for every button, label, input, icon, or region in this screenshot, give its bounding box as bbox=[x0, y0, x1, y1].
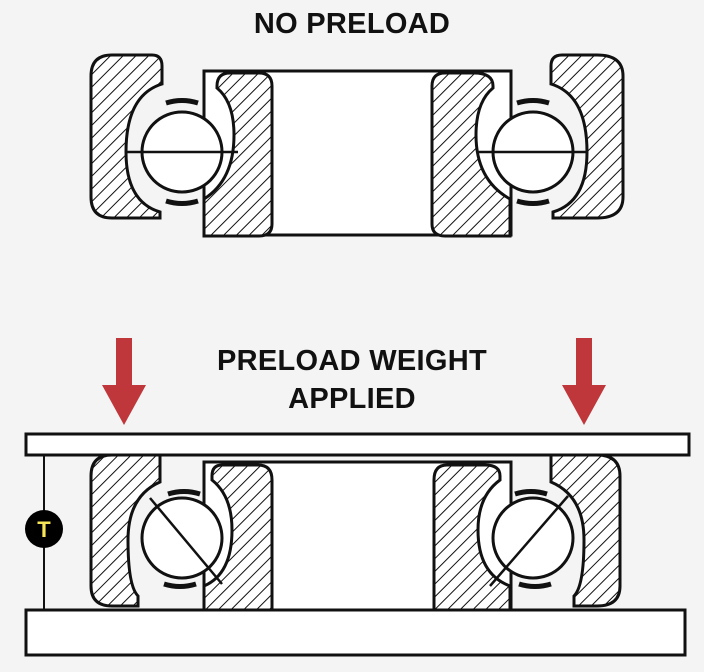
outer-ring-left-loaded bbox=[89, 453, 162, 608]
outer-ring-left bbox=[89, 53, 164, 220]
cage-left-top bbox=[165, 98, 199, 106]
cage-left-bottom-loaded bbox=[163, 581, 197, 589]
inner-ring-left bbox=[202, 71, 274, 238]
preloaded-bearing: T bbox=[24, 432, 691, 657]
top-plate bbox=[24, 432, 691, 457]
cage-right-top bbox=[516, 98, 550, 106]
unloaded-bearing bbox=[89, 53, 625, 238]
thickness-label: T bbox=[37, 517, 51, 542]
contact-line-right-loaded bbox=[489, 495, 569, 587]
cage-left-top-loaded bbox=[167, 489, 201, 497]
cage-right-bottom-loaded bbox=[518, 581, 552, 589]
no-preload-title: NO PRELOAD bbox=[253, 8, 451, 40]
outer-ring-right-loaded bbox=[549, 453, 622, 608]
preload-title-line1: PRELOAD WEIGHT bbox=[216, 345, 488, 377]
cage-right-bottom bbox=[516, 198, 550, 206]
cage-right-top-loaded bbox=[514, 489, 548, 497]
inner-ring-right-loaded bbox=[432, 463, 512, 612]
thickness-badge: T bbox=[25, 510, 63, 548]
down-arrow-icon bbox=[102, 338, 146, 425]
inner-ring-right bbox=[430, 71, 512, 238]
outer-ring-right bbox=[549, 53, 625, 220]
preload-title-line2: APPLIED bbox=[288, 383, 416, 415]
cage-left-bottom bbox=[165, 198, 199, 206]
bottom-plate bbox=[24, 608, 687, 657]
inner-ring-left-loaded bbox=[202, 463, 274, 612]
down-arrow-icon bbox=[562, 338, 606, 425]
contact-line-left-loaded bbox=[149, 497, 223, 585]
